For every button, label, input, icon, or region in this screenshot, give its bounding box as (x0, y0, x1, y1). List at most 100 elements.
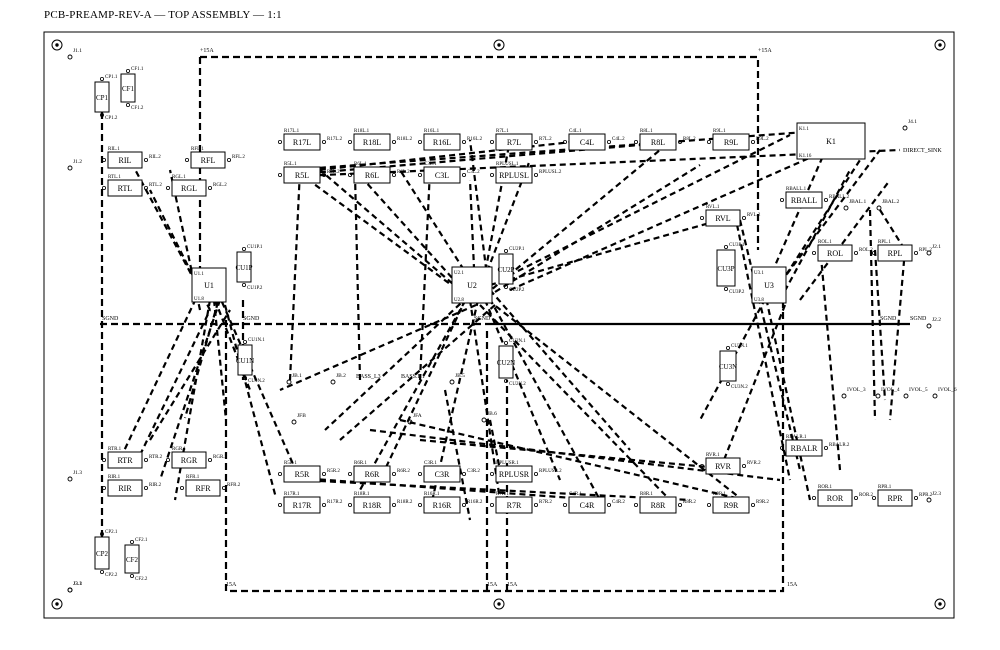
pad-label: RPLUSR.2 (539, 469, 562, 474)
net-label: SGND (102, 316, 119, 322)
pad-label: RPL.2 (919, 248, 932, 253)
pad-label: RFR.1 (186, 475, 200, 480)
pad-label: RPR.1 (878, 485, 892, 490)
pad-label: CF1.1 (131, 67, 144, 72)
pad-label: R17R.2 (327, 500, 343, 505)
pad-label: CU1N.1 (248, 338, 265, 343)
ratsnest-wire (868, 209, 877, 421)
ratsnest-wire (223, 304, 278, 499)
connector-label: J3.3 (73, 581, 82, 587)
ratsnest-wire (339, 304, 496, 441)
component-ref: RBALR (791, 444, 818, 453)
pad-label: RIL.1 (108, 147, 120, 152)
component-ref: ROL (827, 249, 843, 258)
pad-label: CU3P.1 (729, 243, 745, 248)
pad-label: R9L.1 (713, 129, 726, 134)
ratsnest-wire (399, 418, 746, 502)
pad-label: RPL.1 (878, 240, 891, 245)
ratsnest-wire (183, 301, 220, 419)
component-ref: ROR (827, 494, 844, 503)
ratsnest-wire (319, 169, 461, 291)
pad-label: RTR.1 (108, 447, 122, 452)
pad-label: R16R.2 (467, 500, 483, 505)
pad-label: RBALL.2 (829, 195, 850, 200)
net-label: SGND (880, 316, 897, 322)
ratsnest-wire (114, 289, 201, 471)
pad-label: CF1.2 (131, 106, 144, 111)
component-ref: RIR (118, 484, 132, 493)
pad-label: U3.1 (754, 271, 764, 276)
component-ref: RGL (181, 184, 197, 193)
ratsnest-wire (758, 139, 832, 301)
ratsnest-wire (354, 169, 473, 301)
power-rail-label: 15A (787, 582, 798, 588)
connector-jfa: JFA (407, 413, 422, 425)
net-labels: J1.1J1.2J1.3J2.1J2.2J2.3J3.1J3.3J4.1JB.1… (67, 48, 957, 593)
pad-label: C3L.2 (467, 170, 480, 175)
pad-label: R16L.1 (424, 129, 440, 134)
connector-jfb: JFB (291, 413, 306, 425)
pad-label: K1.16 (799, 154, 812, 159)
rail-minus-center (485, 330, 509, 591)
pad-label: U1.1 (194, 272, 204, 277)
pad-label: CF2.1 (135, 538, 148, 543)
pad-label: R16L.2 (467, 137, 483, 142)
connector-j2-2: J2.2 (926, 317, 941, 329)
pad-label: CP1.2 (105, 116, 118, 121)
pad-label: R6R.1 (354, 461, 367, 466)
mounting-hole (51, 39, 63, 51)
pad-label: CU2P.1 (509, 247, 525, 252)
component-ref: RPLUSL (499, 171, 529, 180)
pad-label: CU3N.2 (731, 385, 748, 390)
ratsnest-wire (299, 138, 591, 174)
ratsnest-wire (443, 389, 472, 521)
component-ref: RTR (117, 456, 133, 465)
pad-label: R16R.1 (424, 492, 440, 497)
pad-label: R17L.1 (284, 129, 300, 134)
component-ref: C3R (435, 470, 450, 479)
pad-label: RGL.2 (213, 183, 227, 188)
component-ref: CU3N (719, 363, 737, 371)
component-ref: R8L (651, 138, 665, 147)
component-ref: RVR (715, 462, 731, 471)
component-ref: RVL (715, 214, 730, 223)
connector-label: J2.2 (932, 317, 941, 323)
pad-label: RVL.1 (706, 205, 720, 210)
connector-label: J1.1 (73, 48, 82, 54)
pad-label: U2.8 (454, 298, 464, 303)
component-ref: R7R (507, 501, 522, 510)
pad-label: RVR.2 (747, 461, 761, 466)
pad-label: CU1N.2 (248, 379, 265, 384)
ratsnest-wire (288, 169, 302, 381)
connector-ivol-4: IVOL_4 (875, 387, 900, 399)
pad-label: U3.8 (754, 298, 764, 303)
pad-label: R7R.2 (539, 500, 552, 505)
component-ref: K1 (826, 137, 836, 146)
component-ref: C4L (580, 138, 594, 147)
connector-label: J3.1 (73, 581, 82, 587)
component-ref: CP2 (96, 550, 109, 558)
pad-label: R8R.1 (640, 492, 653, 497)
connector-ivol-3: IVOL_3 (841, 387, 866, 399)
ratsnest-wire (419, 438, 741, 472)
pad-label: RPLUSL.1 (496, 162, 519, 167)
component-ref: R17R (293, 501, 312, 510)
component-ref: CF1 (122, 85, 135, 93)
